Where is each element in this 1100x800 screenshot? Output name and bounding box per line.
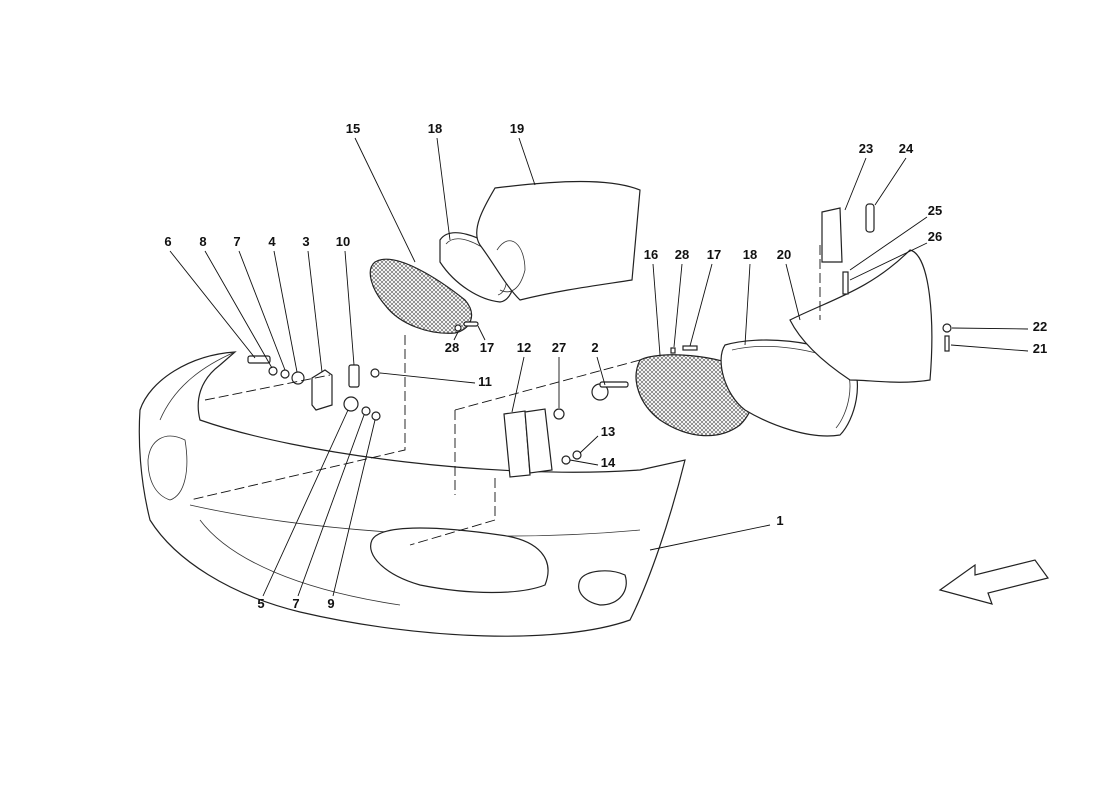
leader-line-15 (354, 137, 416, 263)
callout-26: 26 (928, 229, 942, 244)
front-bumper (138, 351, 686, 637)
leader-line-13 (579, 435, 599, 454)
callout-11: 11 (478, 374, 492, 389)
leader-line-9 (332, 419, 376, 597)
leader-line-26 (849, 242, 928, 281)
right-seal (720, 339, 858, 437)
left-grille-mesh (369, 258, 473, 334)
callout-18: 18 (743, 247, 757, 262)
leader-line-28 (673, 263, 683, 348)
callout-7: 7 (292, 596, 299, 611)
leader-line-12 (511, 356, 525, 413)
callout-3: 3 (302, 234, 309, 249)
callout-21: 21 (1033, 341, 1047, 356)
leader-line-3 (307, 250, 323, 373)
left-air-duct (476, 180, 641, 301)
leader-line-7 (238, 250, 286, 371)
leader-line-20 (785, 263, 801, 321)
callout-12: 12 (517, 340, 531, 355)
callout-4: 4 (268, 234, 276, 249)
callout-19: 19 (510, 121, 524, 136)
left-bracket-hardware (247, 321, 479, 421)
leader-line-1 (649, 524, 771, 551)
callout-17: 17 (480, 340, 494, 355)
callout-27: 27 (552, 340, 566, 355)
front-direction-arrow (938, 559, 1050, 605)
callout-2: 2 (591, 340, 598, 355)
leader-line-18 (436, 137, 451, 241)
callout-17: 17 (707, 247, 721, 262)
leader-line-16 (652, 263, 661, 356)
callout-15: 15 (346, 121, 360, 136)
leader-line-28 (453, 331, 459, 341)
callout-16: 16 (644, 247, 658, 262)
leader-line-17 (477, 325, 486, 341)
leader-line-6 (169, 250, 256, 359)
leader-line-22 (951, 327, 1029, 330)
callout-10: 10 (336, 234, 350, 249)
callout-14: 14 (601, 455, 616, 470)
callout-5: 5 (257, 596, 264, 611)
leader-line-14 (569, 459, 599, 466)
callout-20: 20 (777, 247, 791, 262)
callout-28: 28 (445, 340, 459, 355)
callout-7: 7 (233, 234, 240, 249)
callout-9: 9 (327, 596, 334, 611)
right-air-duct (789, 249, 933, 383)
center-mounting-plates (503, 381, 629, 478)
leader-line-21 (950, 344, 1029, 352)
callout-8: 8 (199, 234, 206, 249)
callout-18: 18 (428, 121, 442, 136)
callout-24: 24 (899, 141, 914, 156)
callout-1: 1 (776, 513, 783, 528)
callout-23: 23 (859, 141, 873, 156)
leader-line-17 (689, 263, 713, 347)
callout-22: 22 (1033, 319, 1047, 334)
leader-line-23 (844, 157, 867, 211)
leader-line-4 (273, 250, 298, 373)
leader-line-2 (596, 356, 606, 386)
leader-line-19 (518, 137, 536, 186)
callout-28: 28 (675, 247, 689, 262)
leader-line-8 (204, 250, 273, 369)
leader-line-11 (379, 372, 476, 384)
leader-line-10 (344, 250, 355, 366)
leader-line-7 (297, 414, 365, 597)
leader-line-25 (849, 216, 928, 271)
sensor-bracket (821, 207, 843, 263)
leader-line-18 (744, 263, 751, 346)
callout-13: 13 (601, 424, 615, 439)
callout-25: 25 (928, 203, 942, 218)
callout-6: 6 (164, 234, 171, 249)
leader-line-5 (262, 409, 349, 597)
leader-line-24 (874, 157, 907, 206)
